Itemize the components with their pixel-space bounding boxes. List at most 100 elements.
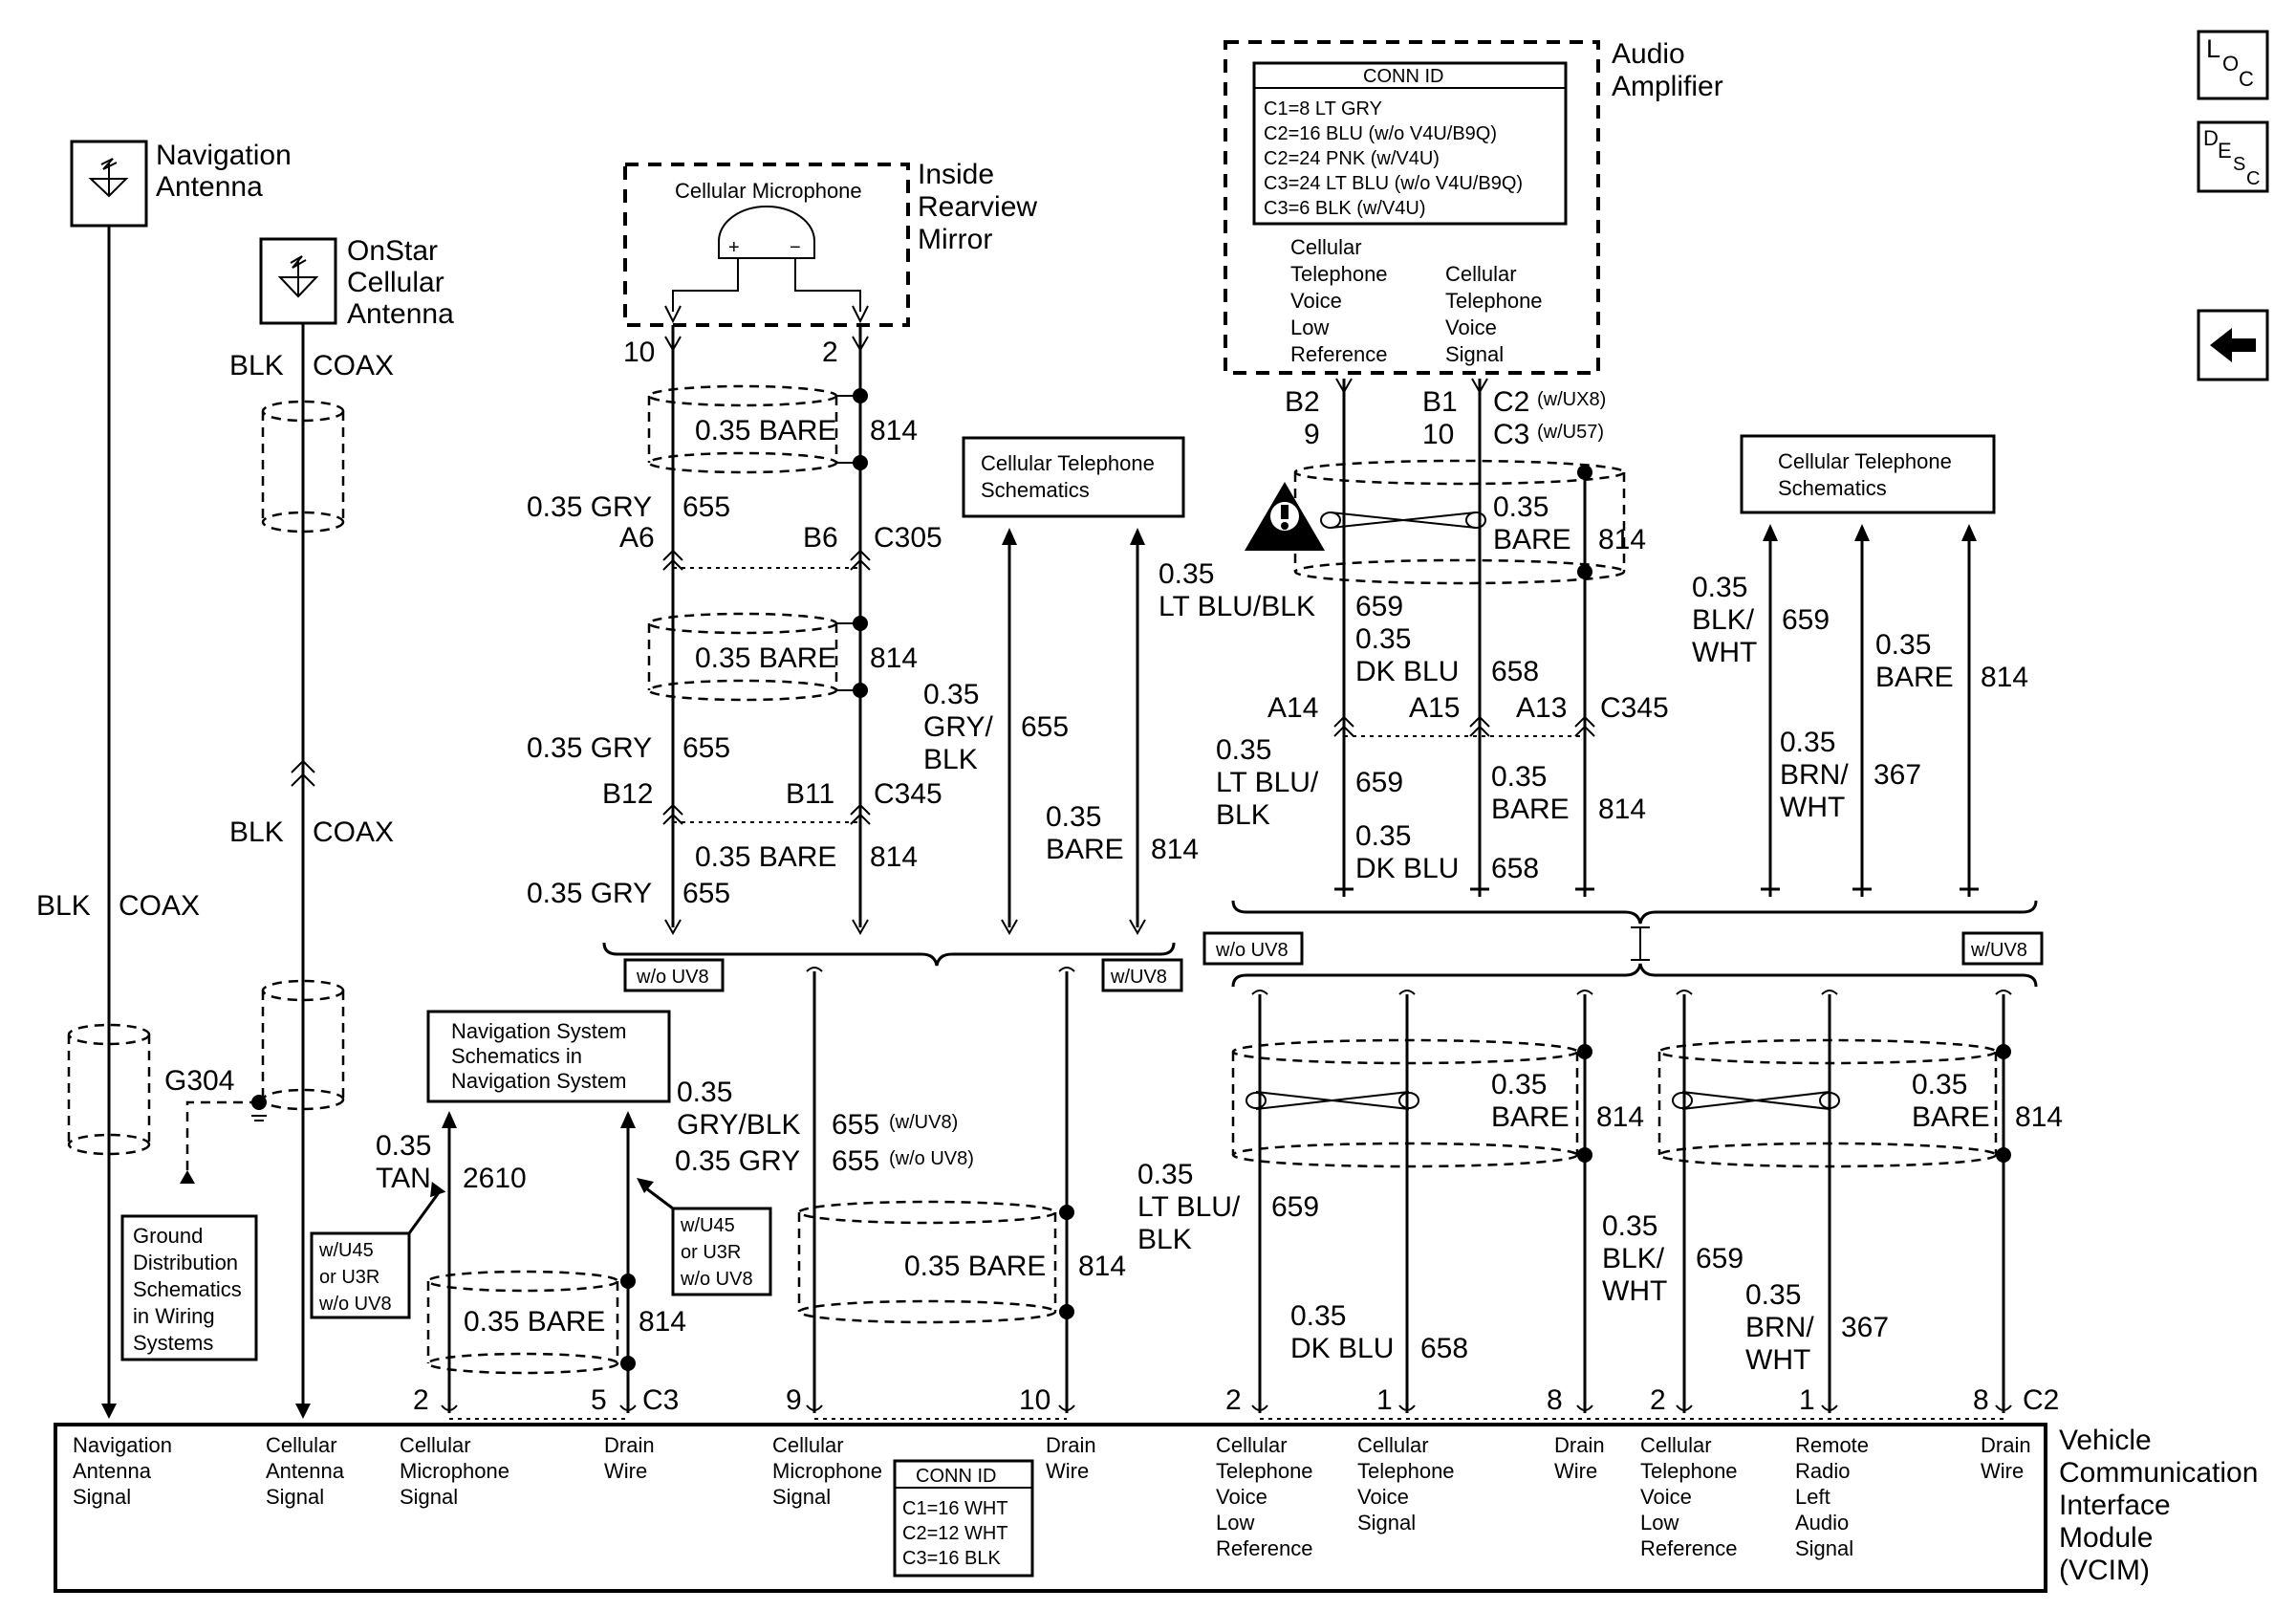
wire-number: 659 [1271,1191,1319,1223]
mic-shield-2 [647,612,868,702]
amp-pin-desc: Telephone [1445,289,1543,313]
wire-size: 0.35 [1491,761,1547,793]
amp-pin-desc: Reference [1290,342,1388,366]
wire-number: 659 [1782,604,1830,636]
option-w-uv8-right: w/UV8 [1961,931,2044,966]
desc-button[interactable]: D E S C [2197,120,2269,193]
vcim-mic-shield [797,1200,1074,1324]
pin-number: 1 [1376,1384,1393,1416]
nav-antenna-label-1: Navigation [156,140,292,171]
onstar-label-3: Antenna [347,298,454,330]
pin-label: 9 [1304,419,1320,450]
vcim-label-5: (VCIM) [2059,1555,2150,1586]
ground-ref-line: Schematics [133,1277,242,1301]
wire-size: 0.35 [1875,629,1931,661]
nav-wire-color: BLK [36,890,91,922]
svg-text:E: E [2218,139,2232,163]
wire-number: 814 [1598,524,1646,555]
svg-text:L: L [2206,34,2220,63]
wire-color: BLK [923,744,978,775]
connector-label: C2 [1493,386,1529,418]
vcim-pin-label: Signal [73,1485,131,1509]
vcim-pin-label: Cellular [266,1433,337,1457]
wire-size: 0.35 [1355,623,1411,655]
vcim-pin-label: Reference [1640,1536,1738,1560]
vcim-pin-label: Telephone [1216,1459,1313,1483]
conn-id-line: C2=16 BLU (w/o V4U/B9Q) [1264,123,1497,144]
vcim-pin-label: Antenna [266,1459,345,1483]
option-line: w/o UV8 [318,1294,392,1315]
vcim-pin-label: Cellular [1357,1433,1429,1457]
wire-number: 2610 [463,1163,527,1194]
vcim-pin-label: Signal [1357,1511,1416,1535]
option-brace-right-bottom [1231,963,2038,988]
amp-pin-desc: Voice [1290,289,1342,313]
vcim-shield-a [1231,1038,1592,1168]
conn-id-line: C2=12 WHT [902,1523,1008,1544]
vcim-pin-label: Drain [1981,1433,2031,1457]
vcim-pin-label: Voice [1357,1485,1409,1509]
pin-number: 9 [786,1384,802,1416]
wire-number: 655 [682,491,730,523]
wire-color: DK BLU [1355,656,1459,687]
nav-coax-shield [67,1023,151,1156]
vcim-pin-label: Low [1640,1511,1679,1535]
loc-button[interactable]: L O C [2197,30,2269,100]
wire-color: LT BLU/ [1216,767,1319,798]
wire-label: 0.35 GRY [527,491,652,523]
onstar-label-1: OnStar [347,235,438,267]
conn-id-line: C1=8 LT GRY [1264,98,1382,120]
option-brace-right-top [1231,900,2038,925]
ref-line: Schematics [981,478,1090,502]
cellular-telephone-schematics-ref-1[interactable]: Cellular Telephone Schematics [962,436,1185,518]
microphone-icon [718,206,815,259]
vcim-pin-label: Antenna [73,1459,152,1483]
onstar-coax-shield-top [261,400,345,533]
pin-label: B6 [803,522,838,554]
svg-text:O: O [2222,52,2239,76]
mic-pin-10: 10 [623,337,655,368]
pin-number: 2 [1225,1384,1242,1416]
connector-c2: C2 [2023,1384,2059,1416]
vcim-shield-b [1657,1038,2011,1168]
wire-label: 0.35 BARE [695,841,836,873]
amp-pin-desc: Signal [1445,342,1504,366]
ground-distribution-ref-box[interactable]: Ground Distribution Schematics in Wiring… [120,1214,258,1361]
vcim-label-1: Vehicle [2059,1425,2152,1456]
wire-color: DK BLU [1290,1333,1394,1364]
wire-size: 0.35 [376,1130,431,1162]
wire-number: 814 [1598,794,1646,825]
option-label: w/o UV8 [1215,940,1289,961]
vcim-conn-id-table: CONN ID C1=16 WHT C2=12 WHT C3=16 BLK [893,1459,1034,1578]
wire-number: 658 [1491,853,1539,884]
vcim-pin-label: Wire [1981,1459,2024,1483]
wire-size: 0.35 [1355,820,1411,852]
vcim-pin-label: Left [1795,1485,1830,1509]
wire-size: 0.35 [1290,1300,1346,1332]
cellular-telephone-schematics-ref-2[interactable]: Cellular Telephone Schematics [1740,434,1996,514]
back-arrow-button[interactable] [2197,309,2269,381]
conn-id-line: C2=24 PNK (w/V4U) [1264,148,1440,169]
pin-number: 2 [413,1384,429,1416]
connector-c345: C345 [874,778,942,810]
navigation-system-schematics-ref[interactable]: Navigation System Schematics in Navigati… [426,1010,671,1103]
vcim-pin-label: Voice [1216,1485,1267,1509]
wire-label: 0.35 BARE [695,415,836,446]
wire-size: 0.35 [1159,558,1214,590]
ref-line: Cellular Telephone [1778,449,1952,473]
wire-color: WHT [1780,792,1845,823]
pin-label: A14 [1267,692,1318,724]
wire-number: 658 [1420,1333,1468,1364]
vcim-pin-label: Low [1216,1511,1254,1535]
wire-number: 658 [1491,656,1539,687]
nav-antenna-label-2: Antenna [156,171,263,203]
option-code: (w/UV8) [889,1112,958,1133]
pin-number: 8 [1973,1384,1989,1416]
mirror-label-3: Mirror [918,224,992,255]
wire-color: BARE [1912,1101,1990,1133]
mic-shield-1 [647,384,868,474]
option-ref-box-right: w/U45 or U3R w/o UV8 [671,1207,772,1296]
wire-color: WHT [1602,1275,1667,1307]
pin-label: B2 [1285,386,1320,418]
wire-color: BRN/ [1745,1312,1814,1343]
